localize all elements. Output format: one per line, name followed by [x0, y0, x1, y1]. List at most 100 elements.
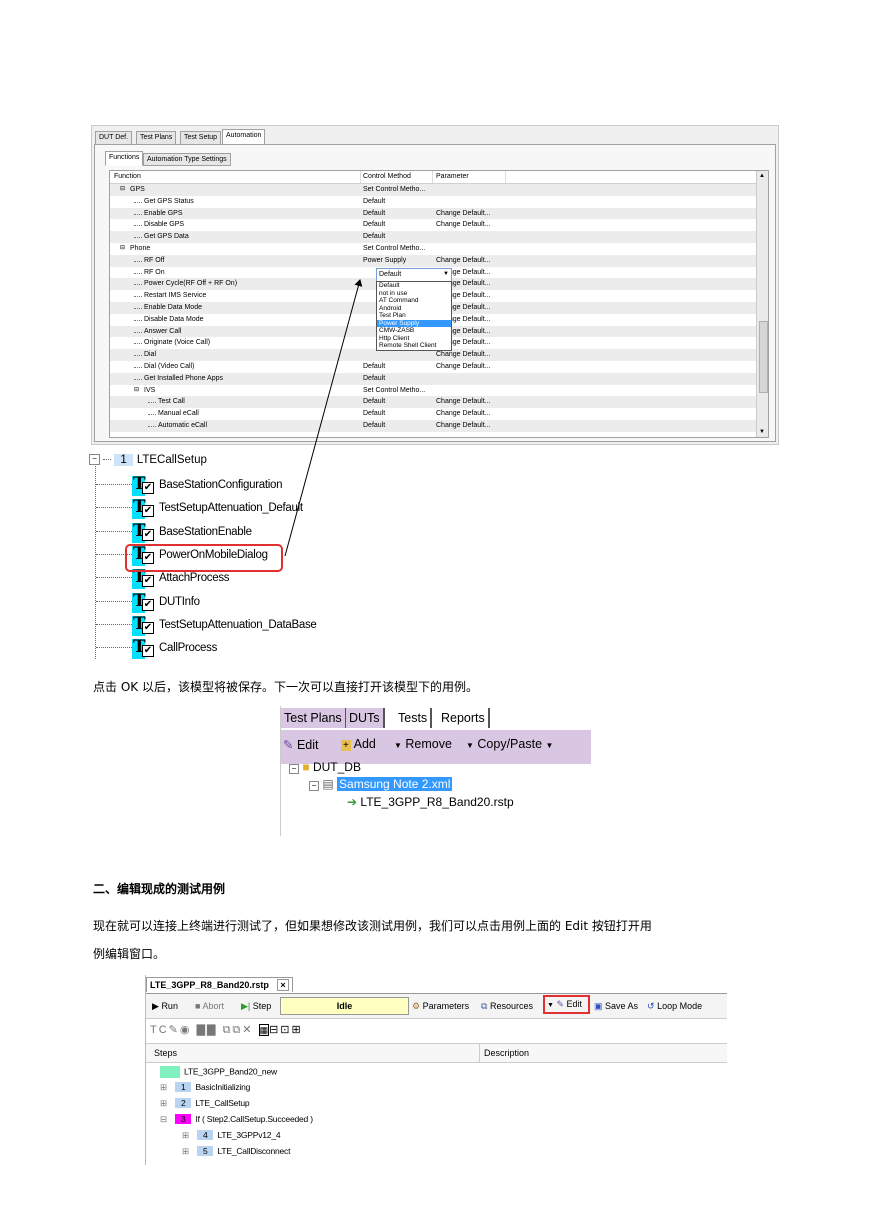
control-method[interactable]: Power Supply [363, 256, 407, 264]
tree-item-label[interactable]: AttachProcess [159, 572, 230, 585]
step-toolbar-icons[interactable]: TC✎◉ ▇▇ ⧉⧉✕ ▦⊟⊡⊞ [150, 1023, 303, 1037]
tree-item-label[interactable]: BaseStationConfiguration [159, 479, 283, 491]
parameter[interactable]: Change Default... [436, 268, 491, 276]
vertical-scrollbar[interactable]: ▲ ▼ [756, 171, 768, 437]
copy-paste-button[interactable]: ▼ Copy/Paste ▼ [466, 737, 554, 751]
expand-icon[interactable]: ⊞ [160, 1082, 167, 1092]
delete-icon[interactable]: ✕ [242, 1024, 254, 1036]
save-as-button[interactable]: ▣ Save As [594, 1001, 639, 1011]
move-down-icon[interactable]: ▇ [207, 1024, 218, 1036]
col-control-method[interactable]: Control Method [363, 173, 411, 180]
tab-duts[interactable]: DUTs [346, 708, 385, 728]
edit-step-icon[interactable]: ✎ [168, 1024, 180, 1036]
grid-row[interactable]: IVS⊟Set Control Metho... [110, 385, 756, 397]
enabled-checkbox[interactable]: ✔ [142, 505, 154, 518]
dropdown-option[interactable]: Android [379, 304, 402, 312]
enabled-checkbox[interactable]: ✔ [142, 528, 154, 541]
abort-button[interactable]: ■ Abort [195, 1001, 224, 1011]
collapse-icon[interactable]: ⊟ [160, 1114, 167, 1124]
control-method[interactable]: Default [363, 422, 386, 429]
collapse-icon[interactable]: ⊟ [134, 386, 140, 393]
collapse-icon[interactable]: ⊟ [120, 245, 126, 251]
enabled-checkbox[interactable]: ✔ [142, 645, 154, 658]
dropdown-option[interactable]: Test Plan [379, 312, 406, 319]
move-up-icon[interactable]: ▇ [196, 1024, 208, 1036]
scroll-down-icon[interactable]: ▼ [759, 429, 765, 435]
parameter[interactable]: Change Default... [436, 398, 491, 406]
control-method[interactable]: Default [363, 209, 386, 217]
edit-button[interactable]: ▼ ✎ Edit [543, 995, 590, 1014]
tree-item-label[interactable]: CallProcess [159, 642, 218, 655]
close-icon[interactable]: × [277, 979, 289, 991]
tree-item-label[interactable]: TestSetupAttenuation_DataBase [159, 618, 317, 631]
copy-icon[interactable]: ⧉ [222, 1024, 233, 1036]
parameter[interactable]: Change Default... [436, 292, 491, 300]
tree-node-dut-db[interactable]: − ■ DUT_DB [289, 760, 361, 774]
loop-mode-button[interactable]: ↺ Loop Mode [647, 1001, 703, 1011]
grid-row[interactable]: Originate (Voice Call)Change Default... [110, 337, 756, 349]
control-method[interactable]: Default [363, 221, 386, 229]
parameter[interactable]: Change Default... [436, 422, 491, 429]
collapse-icon[interactable]: − [89, 454, 100, 466]
grid-icon[interactable]: ▦ [258, 1024, 270, 1036]
collapse-icon[interactable]: ⊟ [120, 186, 126, 192]
tree-node-testcase[interactable]: ➔ LTE_3GPP_R8_Band20.rstp [347, 795, 514, 809]
collapse-icon[interactable]: − [309, 781, 319, 791]
control-method[interactable]: Default [363, 233, 386, 241]
insert-branch-icon[interactable]: ⊞ [291, 1024, 303, 1036]
parameter[interactable]: Change Default... [436, 363, 491, 370]
parameter[interactable]: Change Default... [436, 327, 491, 335]
tree-item-label[interactable]: PowerOnMobileDialog [159, 548, 268, 561]
subtab-automation-type-settings[interactable]: Automation Type Settings [143, 153, 231, 166]
tree-node-dut-file[interactable]: − ▤ Samsung Note 2.xml [309, 777, 453, 791]
parameter[interactable]: Change Default... [436, 315, 491, 323]
run-button[interactable]: ▶ Run [152, 1001, 178, 1011]
expand-icon[interactable]: ⊞ [182, 1146, 189, 1156]
parameter[interactable]: Change Default... [436, 256, 491, 264]
enabled-checkbox[interactable]: ✔ [142, 482, 154, 494]
control-method[interactable]: Default [363, 197, 386, 205]
tree-root-testcase[interactable]: LTE_3GPP_Band20_new [160, 1066, 277, 1078]
edit-button[interactable]: ✎ Edit [283, 738, 319, 752]
tab-reports[interactable]: Reports [438, 708, 490, 728]
grid-row[interactable]: Phone⊟Set Control Metho... [110, 243, 756, 255]
col-parameter[interactable]: Parameter [436, 173, 469, 180]
control-method[interactable]: Set Control Metho... [363, 245, 426, 252]
tree-item-label[interactable]: BaseStationEnable [159, 525, 252, 538]
control-method[interactable]: Default [363, 363, 386, 370]
expand-icon[interactable]: ⊞ [160, 1098, 167, 1108]
insert-step-icon[interactable]: ⊟ [269, 1024, 281, 1036]
disk-icon[interactable]: ◉ [179, 1024, 192, 1036]
parameter[interactable]: Change Default... [436, 410, 491, 418]
control-method[interactable]: Default [363, 410, 386, 418]
parameter[interactable]: Change Default... [436, 351, 491, 359]
control-method[interactable]: Set Control Metho... [363, 186, 426, 193]
dropdown-option[interactable]: AT Command [379, 297, 419, 304]
resources-button[interactable]: ⧉ Resources [481, 1001, 533, 1011]
col-description[interactable]: Description [484, 1048, 530, 1058]
enabled-checkbox[interactable]: ✔ [142, 621, 154, 634]
enabled-checkbox[interactable]: ✔ [142, 575, 154, 588]
control-method[interactable]: Default [363, 374, 386, 382]
step-button[interactable]: ▶| Step [241, 1001, 272, 1011]
scroll-thumb[interactable] [759, 321, 768, 393]
editor-tab[interactable]: LTE_3GPP_R8_Band20.rstp × [146, 977, 293, 992]
paste-icon[interactable]: ⧉ [232, 1024, 243, 1036]
remove-button[interactable]: ▼ Remove [394, 737, 452, 751]
